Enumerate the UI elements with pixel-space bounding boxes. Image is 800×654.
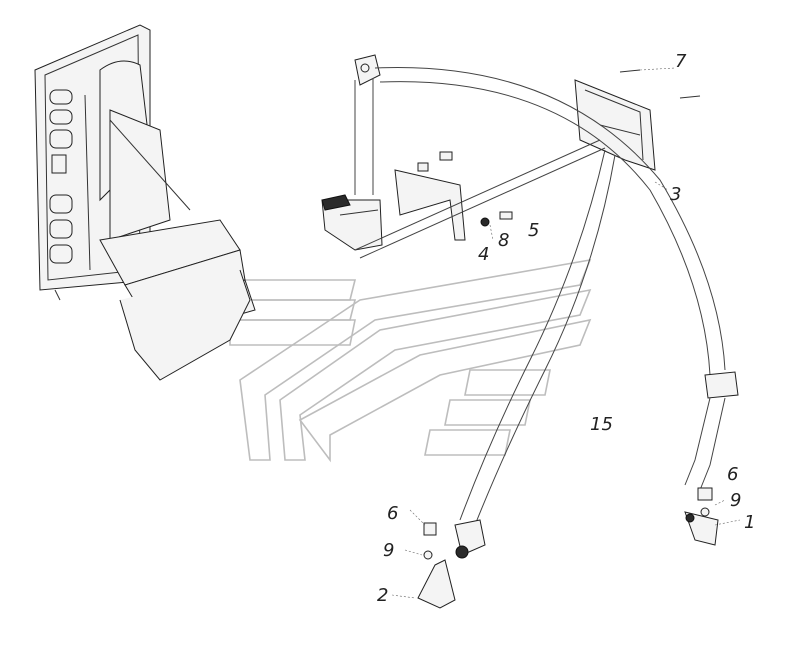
mounting-bracket: [394, 151, 513, 241]
callout-1: 1: [744, 512, 755, 533]
callout-7: 7: [675, 51, 687, 72]
callout-4: 4: [478, 244, 489, 265]
left-belt-anchor: [417, 519, 486, 609]
upper-belt-retractor: [321, 54, 383, 251]
callout-8: 8: [498, 230, 509, 251]
watermark-logo: [229, 258, 592, 463]
callout-labels: 7 3 5 8 4 15 6 9 1 6 9 2: [377, 51, 755, 606]
guide-cover: [574, 79, 656, 171]
callout-9-left: 9: [383, 540, 394, 561]
callout-3: 3: [670, 184, 681, 205]
right-belt-anchor: [684, 371, 739, 546]
callout-2: 2: [377, 585, 388, 606]
callout-9-right: 9: [730, 490, 741, 511]
callout-6-right: 6: [727, 464, 738, 485]
cab-wall-with-seat: [34, 24, 256, 381]
callout-15: 15: [590, 414, 613, 435]
callout-6-left: 6: [387, 503, 398, 524]
belt-webbing: [354, 67, 726, 526]
pins: [619, 69, 701, 99]
callout-5: 5: [528, 220, 539, 241]
leader-lines: [391, 67, 741, 599]
